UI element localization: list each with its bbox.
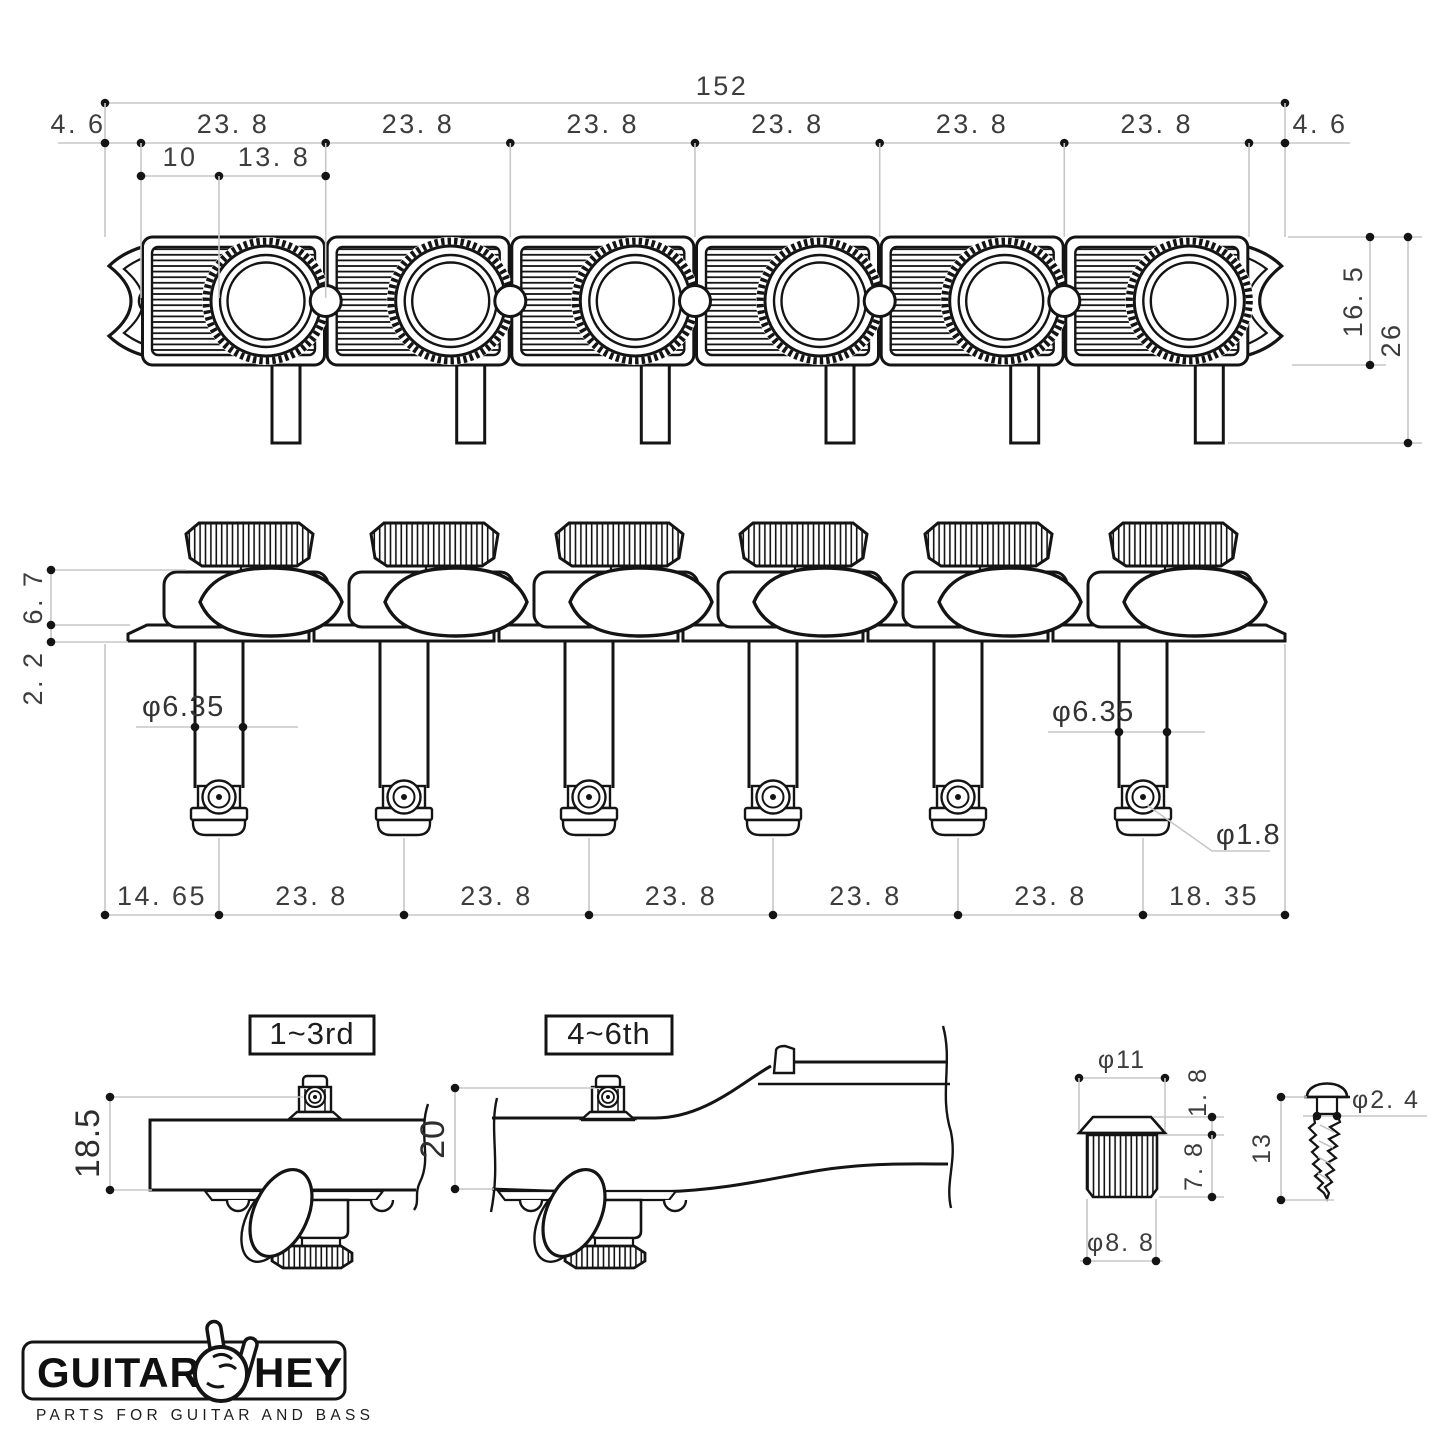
tuner-top-unit-6 bbox=[1066, 237, 1254, 443]
string-post-4 bbox=[743, 639, 803, 837]
bushing-detail: φ11 1. 8 7. 8 φ8. 8 bbox=[1074, 1046, 1224, 1266]
dim-bottom-spacing-4: 23. 8 bbox=[645, 881, 718, 911]
dim-spacing-5: 23. 8 bbox=[936, 109, 1009, 139]
break-line bbox=[412, 1103, 430, 1211]
dim-headstock-20: 20 bbox=[414, 1119, 452, 1159]
dim-plate-height: 16. 5 bbox=[1338, 265, 1368, 338]
tuner-top-unit-2 bbox=[327, 237, 515, 443]
dim-bottom-spacing-6: 23. 8 bbox=[1014, 881, 1087, 911]
string-post-1 bbox=[189, 639, 249, 837]
plate-screw-holes bbox=[308, 284, 1082, 318]
string-post-6 bbox=[1113, 639, 1173, 837]
tuner-top-unit-4 bbox=[697, 237, 885, 443]
dim-post-offset: 10 bbox=[162, 142, 197, 172]
side-view-drawing bbox=[126, 521, 1287, 837]
section-label-1-3: 1~3rd bbox=[269, 1016, 354, 1051]
tuner-side-unit-5 bbox=[901, 521, 1083, 638]
dim-spacing-3: 23. 8 bbox=[566, 109, 639, 139]
logo-brand-right: HEY bbox=[254, 1349, 343, 1396]
dim-left-margin: 4. 6 bbox=[50, 109, 105, 139]
dim-bushing-body-height: 7. 8 bbox=[1180, 1141, 1208, 1191]
break-line-left bbox=[489, 1097, 499, 1213]
logo: GUITAR HEY PARTS FOR GUITAR AND BASS bbox=[21, 1319, 374, 1424]
dim-spacing-2: 23. 8 bbox=[382, 109, 455, 139]
dim-bottom-spacing-2: 23. 8 bbox=[275, 881, 348, 911]
dim-spacing-6: 23. 8 bbox=[1120, 109, 1193, 139]
section-label-box-4-6 bbox=[544, 1014, 674, 1056]
screw-head bbox=[1305, 1082, 1349, 1099]
dim-bottom-spacing-1: 14. 65 bbox=[117, 881, 207, 911]
bushing-body bbox=[1085, 1133, 1159, 1199]
logo-brand-left: GUITAR bbox=[37, 1349, 201, 1396]
dim-screw-length: 13 bbox=[1248, 1132, 1276, 1164]
bushing-post-tip-4-6 bbox=[579, 1074, 637, 1122]
dim-post-dia-right: φ6.35 bbox=[1052, 696, 1135, 728]
dim-plate-thickness: 2. 2 bbox=[18, 650, 48, 705]
string-post-5 bbox=[928, 639, 988, 837]
logo-box bbox=[21, 1340, 347, 1401]
screw-thread bbox=[1307, 1112, 1342, 1202]
screw-detail: 13 φ2. 4 bbox=[1248, 1082, 1427, 1205]
dim-bottom-spacing-7: 18. 35 bbox=[1169, 881, 1259, 911]
dim-right-margin: 4. 6 bbox=[1292, 109, 1347, 139]
string-post-2 bbox=[374, 639, 434, 837]
dim-bushing-body-dia: φ8. 8 bbox=[1087, 1229, 1155, 1257]
dim-bushing-head-dia: φ11 bbox=[1098, 1046, 1146, 1074]
dim-bushing-head-height: 1. 8 bbox=[1184, 1067, 1212, 1117]
dim-headstock-18-5: 18.5 bbox=[69, 1108, 107, 1178]
tuner-top-unit-1 bbox=[143, 237, 331, 443]
dim-post-dia-left: φ6.35 bbox=[142, 691, 225, 723]
tuner-side-unit-4 bbox=[716, 521, 898, 638]
top-view-dimensions: 152 4. 6 23. 8 23. 8 23. 8 23. 8 23. 8 2… bbox=[50, 71, 1422, 448]
top-view-drawing bbox=[107, 237, 1284, 443]
bushing-post-tip-1-3 bbox=[286, 1074, 344, 1122]
logo-tagline: PARTS FOR GUITAR AND BASS bbox=[36, 1407, 374, 1424]
headstock-face bbox=[492, 1064, 772, 1120]
tuner-side-unit-3 bbox=[532, 521, 714, 638]
dim-overall-height: 26 bbox=[1376, 322, 1406, 357]
nut bbox=[772, 1044, 796, 1075]
install-section-1-3: 1~3rd 18.5 bbox=[69, 1014, 430, 1272]
tuner-side-unit-6 bbox=[1086, 521, 1268, 638]
tuner-side-unit-2 bbox=[347, 521, 529, 638]
dim-button-height: 6. 7 bbox=[18, 569, 48, 624]
tuner-side-unit-1 bbox=[162, 521, 344, 638]
section-label-4-6: 4~6th bbox=[567, 1016, 650, 1051]
dim-spacing-4: 23. 8 bbox=[751, 109, 824, 139]
dim-spacing-1: 23. 8 bbox=[197, 109, 270, 139]
rock-hand-icon bbox=[193, 1319, 259, 1403]
under-tuner-4-6 bbox=[496, 1158, 688, 1272]
dim-string-hole-dia: φ1.8 bbox=[1216, 819, 1281, 851]
under-tuner-1-3 bbox=[203, 1158, 395, 1272]
dim-bottom-spacing-3: 23. 8 bbox=[460, 881, 533, 911]
install-section-4-6: 4~6th 20 bbox=[414, 1014, 954, 1272]
string-post-3 bbox=[559, 639, 619, 837]
side-view-dimensions: 6. 7 2. 2 φ6.35 φ6.35 φ1.8 14. 65 23. 8 … bbox=[18, 565, 1290, 920]
dim-overall-width: 152 bbox=[696, 71, 749, 101]
section-label-box-1-3 bbox=[248, 1014, 376, 1056]
break-line-right bbox=[941, 1025, 954, 1209]
dim-screw-dia: φ2. 4 bbox=[1352, 1086, 1420, 1114]
tuner-top-unit-5 bbox=[881, 237, 1068, 443]
dim-bottom-spacing-5: 23. 8 bbox=[829, 881, 902, 911]
tuner-top-unit-3 bbox=[512, 237, 700, 443]
dim-post-to-edge: 13. 8 bbox=[238, 142, 311, 172]
